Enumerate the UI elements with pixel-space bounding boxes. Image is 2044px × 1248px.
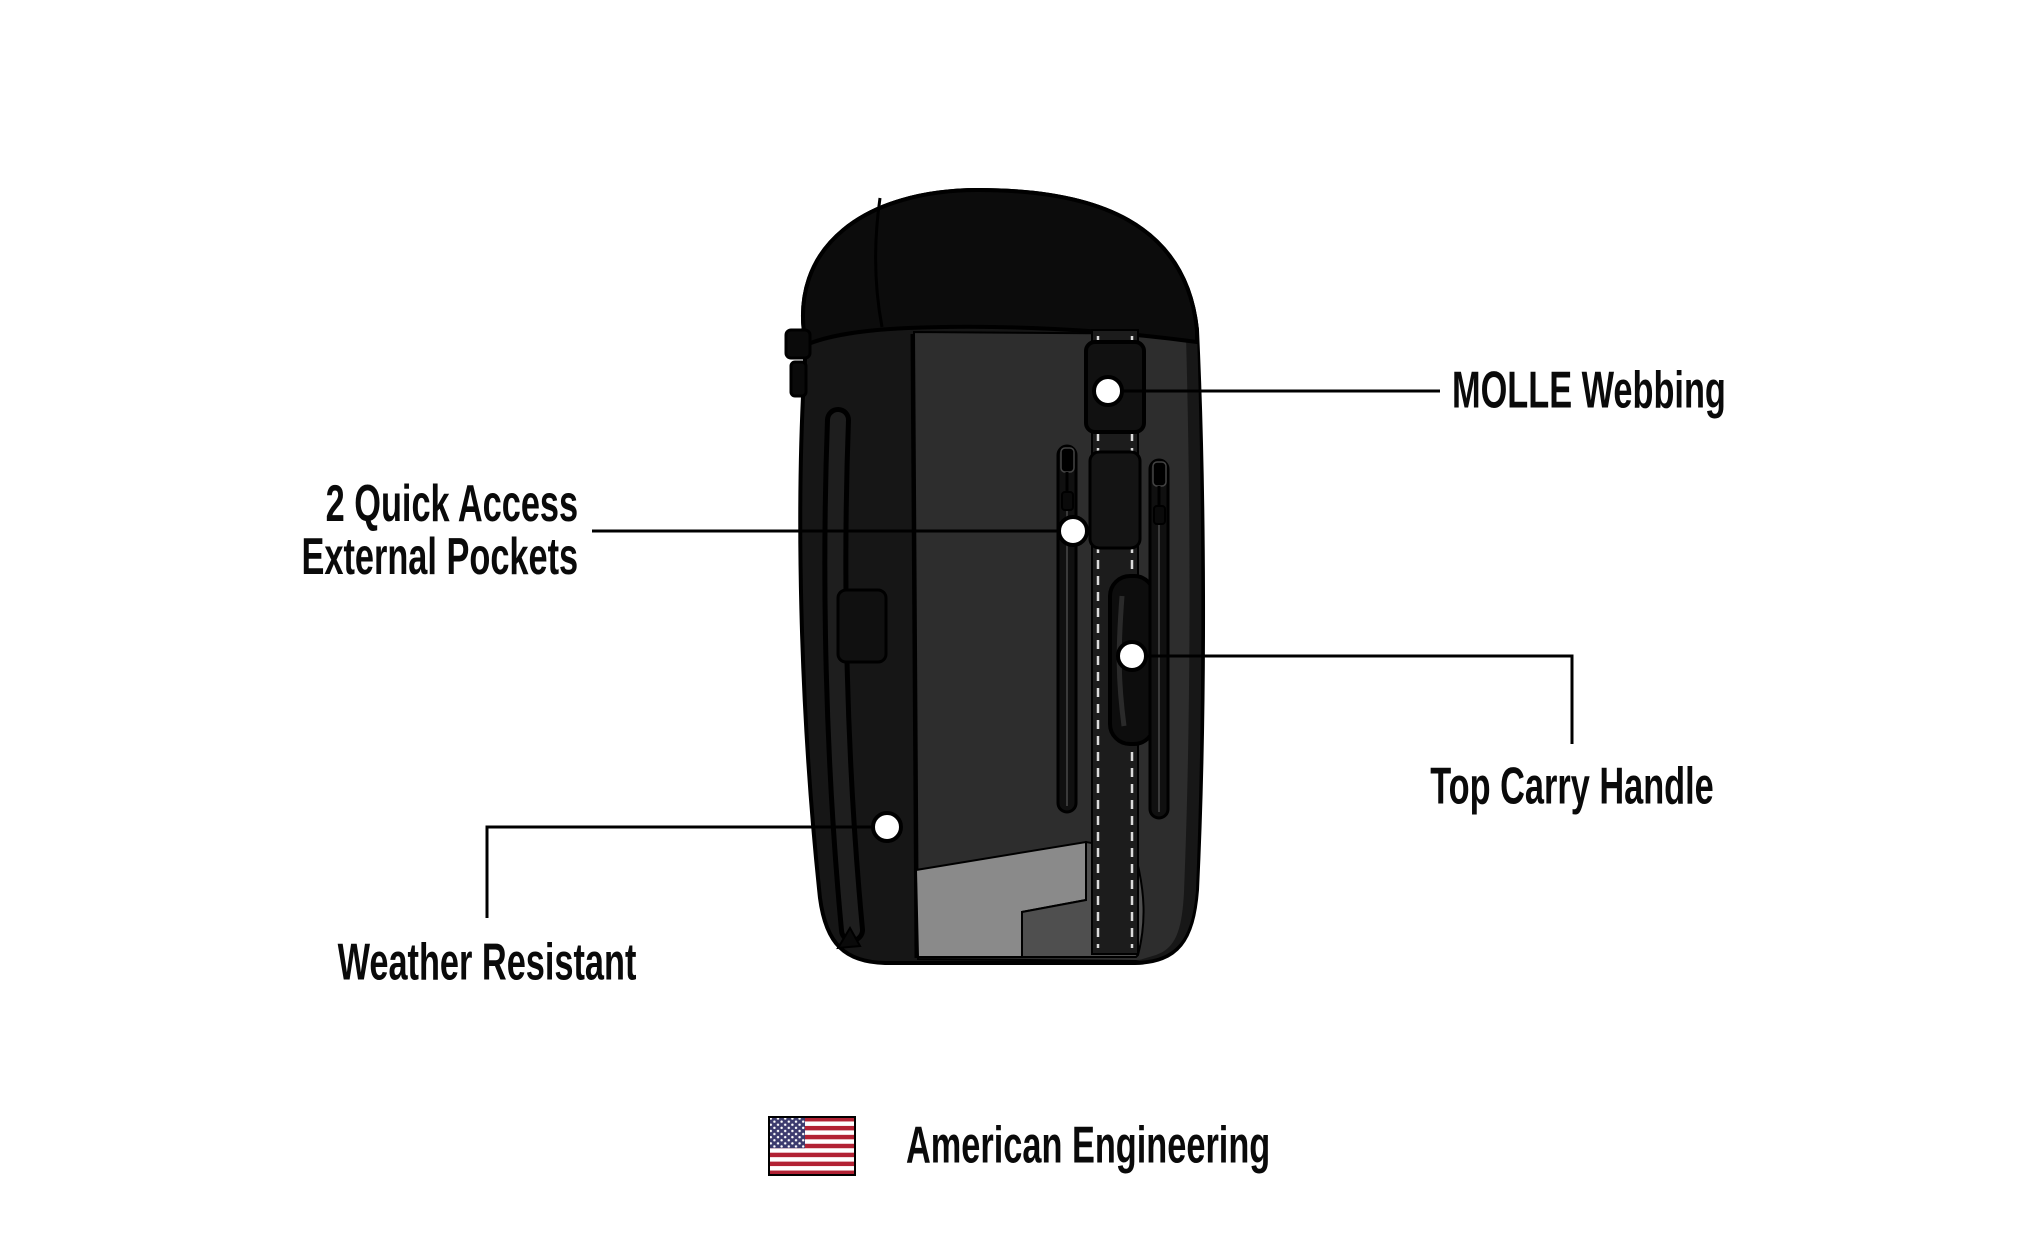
american-engineering-label-text: American Engineering xyxy=(906,1116,1271,1175)
callout-lines xyxy=(485,389,1574,918)
weather-callout-dot xyxy=(871,811,903,843)
callout-dots xyxy=(871,375,1148,843)
weather-resistant-label: Weather Resistant xyxy=(261,936,714,989)
quick-access-pockets-label: 2 Quick Access External Pockets xyxy=(159,474,578,586)
bag-top-flap xyxy=(801,187,1199,348)
strap-hook xyxy=(836,926,862,950)
bag xyxy=(784,187,1206,965)
zipper-left xyxy=(1056,444,1078,814)
top-carry-handle-label: Top Carry Handle xyxy=(1357,760,1787,813)
top-carry-handle-label-text: Top Carry Handle xyxy=(1430,757,1714,816)
strap-loop-patch xyxy=(836,588,888,664)
molle-webbing-label: MOLLE Webbing xyxy=(1452,364,1867,417)
weather-resistant-label-text: Weather Resistant xyxy=(337,933,637,992)
weather-callout-line xyxy=(485,825,887,918)
side-strap-face xyxy=(827,412,860,938)
quick-access-pockets-label-line2: External Pockets xyxy=(301,528,578,586)
zipper-right xyxy=(1148,458,1170,820)
roll-fold-seam xyxy=(874,197,884,328)
handle-callout-dot xyxy=(1116,640,1148,672)
pockets-callout-dot xyxy=(1057,515,1089,547)
us-flag-icon xyxy=(768,1116,856,1176)
left-buckle-strap xyxy=(789,360,808,398)
panel-seam xyxy=(910,333,918,959)
handle-callout-line xyxy=(1132,654,1574,744)
bag-right-edge xyxy=(1136,334,1202,961)
left-buckle xyxy=(784,328,812,360)
quick-access-pockets-label-line1: 2 Quick Access xyxy=(325,474,578,533)
molle-webbing-label-text: MOLLE Webbing xyxy=(1452,361,1726,420)
american-engineering-label: American Engineering xyxy=(906,1119,1458,1172)
molle-callout-dot xyxy=(1092,375,1124,407)
